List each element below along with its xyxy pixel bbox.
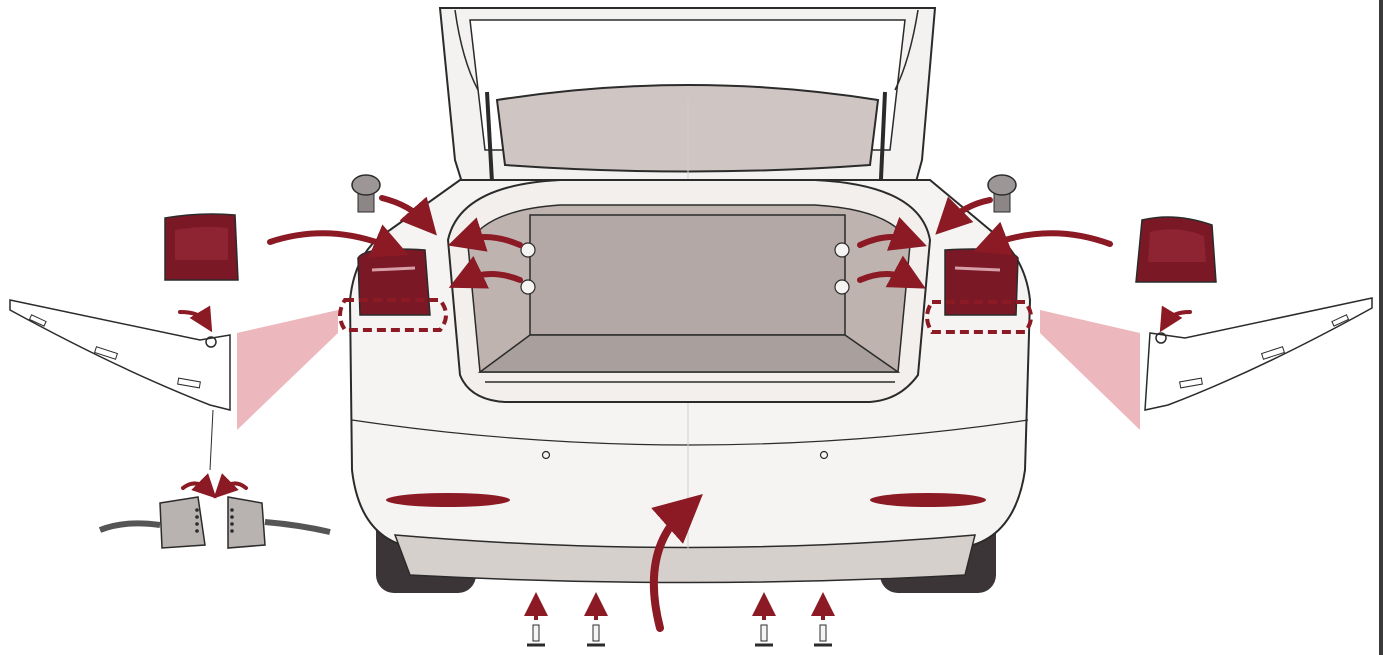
arrow-icon [1166,312,1190,322]
trunk-interior [448,180,930,402]
right-callout-beam [1040,310,1140,430]
right-wire [265,522,330,532]
bumper-push-clips [527,604,832,645]
push-clip-icon [527,604,545,645]
left-wire [100,523,160,530]
left-trim-panel [10,300,230,470]
push-clip-icon [587,604,605,645]
arrow-icon [180,312,206,322]
push-clip-icon [755,604,773,645]
push-clip-icon [814,604,832,645]
right-bolt-icon [988,175,1016,212]
page-frame-border [1379,0,1383,655]
left-tail-light-installed [358,249,430,315]
left-reflector [386,493,510,507]
connector-plug-left-icon [160,497,205,548]
nut-icon [835,280,849,294]
arrow-icon [990,233,1110,245]
right-reflector [870,493,986,507]
connector-plug-right-icon [228,497,265,548]
nut-icon [835,243,849,257]
arrow-icon [183,483,208,490]
nut-icon [521,280,535,294]
wiring-connector [100,497,330,548]
left-bolt-icon [352,175,380,212]
arrow-icon [222,483,246,490]
right-tail-light-installed [945,249,1018,315]
nut-icon [521,243,535,257]
left-callout-beam [237,310,338,430]
